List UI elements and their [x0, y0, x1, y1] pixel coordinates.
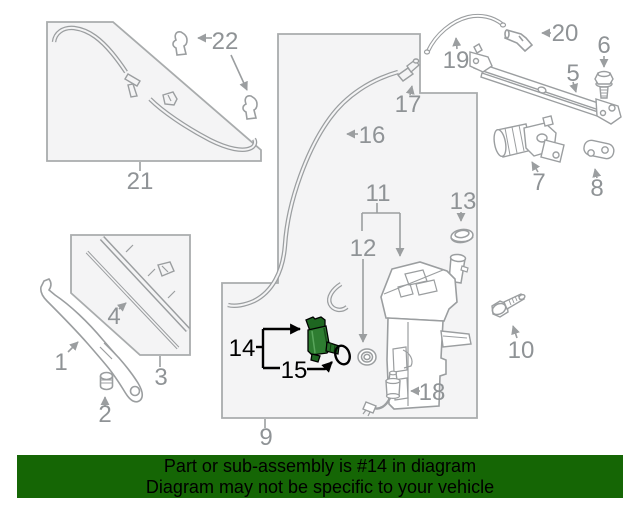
- bolt-10: [491, 293, 526, 318]
- label-9: 9: [259, 424, 272, 451]
- label-11: 11: [366, 180, 391, 207]
- banner-line2: Diagram may not be specific to your vehi…: [145, 477, 495, 497]
- hose-box-21: [46, 21, 262, 171]
- washer-pump-14-highlighted: [305, 316, 340, 363]
- label-22: 22: [212, 28, 239, 55]
- label-4: 4: [107, 303, 120, 330]
- label-10: 10: [508, 337, 535, 364]
- label-18: 18: [419, 379, 446, 406]
- wiper-linkage-5: [469, 43, 622, 125]
- wiper-motor-7: [493, 115, 565, 163]
- washer-hose-16: [227, 69, 399, 313]
- hose-elbow-20: [504, 29, 534, 53]
- bolt-6: [594, 70, 614, 99]
- wiper-blade-4: [85, 235, 191, 350]
- washer-hose-21: [51, 25, 258, 152]
- label-21: 21: [127, 168, 154, 195]
- highlight-banner: Part or sub-assembly is #14 in diagram D…: [17, 455, 623, 498]
- washer-hose-19: [423, 13, 507, 55]
- level-sensor-18: [362, 370, 401, 417]
- label-1: 1: [54, 349, 67, 376]
- wiper-arm-1: [40, 278, 144, 403]
- label-12: 12: [350, 235, 377, 262]
- arm-cap-2: [99, 371, 114, 391]
- label-8: 8: [590, 175, 603, 202]
- label-13: 13: [450, 188, 477, 215]
- label-15-highlighted: 15: [281, 357, 308, 384]
- callout-14-15: [256, 323, 333, 373]
- label-6: 6: [597, 32, 610, 59]
- label-17: 17: [395, 91, 422, 118]
- washer-nozzles-22: [172, 31, 258, 120]
- label-14-highlighted: 14: [229, 335, 256, 362]
- reservoir-cap-13: [450, 228, 474, 244]
- leader-arrows: [67, 28, 609, 406]
- reservoir-tank-11-12: [380, 253, 472, 410]
- pump-o-ring-15: [334, 344, 351, 366]
- label-2: 2: [98, 401, 111, 428]
- part-labels: 1 2 3 4 5 6 7 8 9 10 11 12 13 14 15 16 1…: [54, 20, 610, 451]
- banner-line1: Part or sub-assembly is #14 in diagram: [163, 456, 477, 476]
- label-3: 3: [154, 364, 167, 391]
- spacer-plate-8: [583, 139, 615, 160]
- label-19: 19: [443, 47, 470, 74]
- tank-grommet: [357, 348, 377, 366]
- label-20: 20: [552, 20, 579, 47]
- hose-connector-17: [396, 58, 420, 82]
- label-5: 5: [566, 60, 579, 87]
- label-7: 7: [532, 169, 545, 196]
- label-16: 16: [359, 122, 386, 149]
